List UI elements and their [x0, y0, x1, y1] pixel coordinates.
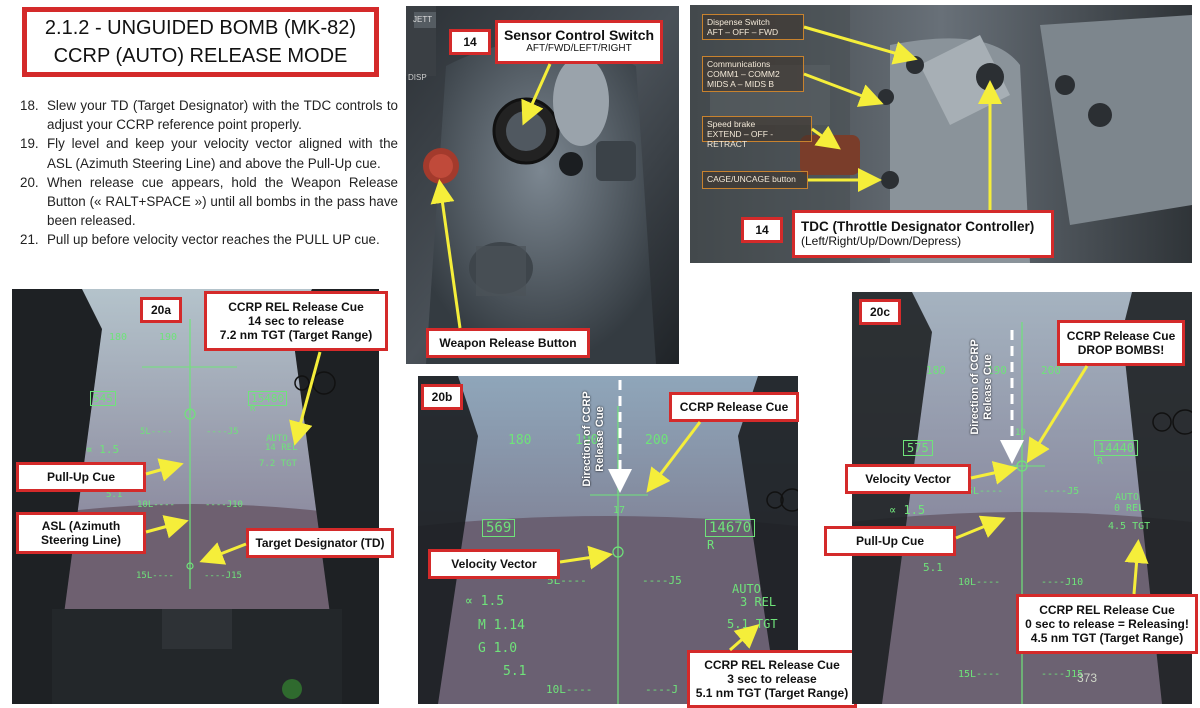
stick-tag: 14: [449, 29, 491, 55]
hud-a-td-callout: Target Designator (TD): [246, 528, 394, 558]
hud-b-alpha: ∝ 1.5: [465, 594, 505, 609]
hud-b-tag: 20b: [421, 384, 463, 410]
step-item: 18.Slew your TD (Target Designator) with…: [20, 98, 398, 133]
hud-a-heading-right: 190: [159, 332, 178, 343]
hud-c-direction-label: Direction of CCRP Release Cue: [969, 339, 994, 435]
hud-a-pitch-5l: 5L----: [140, 427, 173, 437]
hud-b-heading-left: 180: [508, 433, 532, 448]
instruction-list: 18.Slew your TD (Target Designator) with…: [20, 96, 398, 250]
hud-b-pitch-10r: ----J: [645, 683, 679, 696]
disp-label: DISP: [408, 73, 427, 82]
hud-c-alpha: ∝ 1.5: [889, 503, 926, 517]
hud-c-pitch-10r: ----J10: [1041, 577, 1084, 588]
hud-b-velocity-vector-callout: Velocity Vector: [428, 549, 560, 579]
title-line-2: CCRP (AUTO) RELEASE MODE: [53, 45, 348, 67]
hud-c-tgt: 4.5 TGT: [1108, 521, 1151, 532]
hud-a-gval: 5.1: [106, 490, 123, 500]
hud-a-tag: 20a: [140, 297, 182, 323]
section-title: 2.1.2 - UNGUIDED BOMB (MK-82) CCRP (AUTO…: [22, 7, 379, 77]
hud-a-pitch-15l: 15L----: [136, 571, 174, 581]
hud-c-heading-mid: 190: [987, 364, 1007, 377]
hud-c-airspeed: 575: [903, 440, 933, 456]
jett-label: JETT: [413, 15, 433, 24]
hud-b-rel-cue-callout: CCRP REL Release Cue 3 sec to release 5.…: [687, 650, 857, 708]
hud-b-direction-label: Direction of CCRP Release Cue: [581, 391, 606, 487]
hud-b-heading-right: 200: [645, 433, 669, 448]
dispense-switch-label: Dispense Switch AFT – OFF – FWD: [702, 14, 804, 40]
weapon-release-callout: Weapon Release Button: [426, 328, 590, 358]
hud-a-heading-left: 180: [109, 332, 128, 343]
hud-b-release-cue-callout: CCRP Release Cue: [669, 392, 799, 422]
hud-a-pitch-5r: ----J5: [206, 427, 239, 437]
hud-b-rel: 3 REL: [740, 595, 777, 609]
hud-a-pitch-10l: 10L----: [137, 500, 175, 510]
step-item: 20.When release cue appears, hold the We…: [20, 174, 398, 229]
speed-brake-label: Speed brake EXTEND – OFF - RETRACT: [702, 116, 812, 149]
hud-a-pitch-15r: ----J15: [204, 571, 242, 581]
hud-20a-photo: [12, 289, 379, 704]
hud-b-g: G 1.0: [478, 641, 518, 656]
hud-b-alt-sub: R: [707, 538, 715, 552]
hud-c-heading-left: 180: [926, 364, 946, 377]
hud-a-release-cue-callout: CCRP REL Release Cue 14 sec to release 7…: [204, 291, 388, 351]
hud-a-altitude: 15480: [248, 391, 288, 406]
hud-c-altitude: 14440: [1094, 440, 1139, 456]
hud-c-alt-sub: R: [1097, 456, 1104, 467]
hud-a-tgt: 7.2 TGT: [259, 459, 297, 469]
cage-uncage-label: CAGE/UNCAGE button: [702, 171, 808, 189]
hud-c-rel: 0 REL: [1114, 503, 1145, 514]
hud-c-rel-cue-callout: CCRP REL Release Cue 0 sec to release = …: [1016, 594, 1198, 654]
hud-a-mode: AUTO: [266, 434, 288, 444]
page-number: 373: [1077, 671, 1098, 685]
step-item: 19.Fly level and keep your velocity vect…: [20, 136, 398, 171]
hud-c-mode: AUTO: [1115, 492, 1140, 503]
sensor-control-callout: Sensor Control Switch AFT/FWD/LEFT/RIGHT: [495, 20, 663, 64]
hud-a-asl-callout: ASL (Azimuth Steering Line): [16, 512, 146, 554]
hud-b-mach: M 1.14: [478, 618, 525, 633]
hud-b-tgt: 5.1 TGT: [727, 617, 778, 631]
hud-c-velocity-vector-callout: Velocity Vector: [845, 464, 971, 494]
hud-c-pitch-15l: 15L----: [958, 669, 1001, 680]
title-line-1: 2.1.2 - UNGUIDED BOMB (MK-82): [44, 17, 357, 39]
hud-c-pitch-5r: ----J5: [1043, 486, 1080, 497]
hud-c-pitch-5l: 5L----: [967, 486, 1004, 497]
hud-b-cue-number: 17: [613, 505, 626, 516]
hud-c-pull-up-callout: Pull-Up Cue: [824, 526, 956, 556]
throttle-tag: 14: [741, 217, 783, 243]
hud-b-mode: AUTO: [732, 582, 761, 596]
hud-a-alt-sub: R: [250, 404, 256, 414]
hud-c-pitch-15r: ----J15: [1041, 669, 1084, 680]
hud-c-release-cue-callout: CCRP Release Cue DROP BOMBS!: [1057, 320, 1185, 366]
step-item: 21.Pull up before velocity vector reache…: [20, 232, 380, 248]
hud-a-pitch-10r: ----J10: [205, 500, 243, 510]
hud-c-pitch-10l: 10L----: [958, 577, 1001, 588]
hud-a-airspeed: 545: [90, 391, 116, 406]
hud-a-rel: 14 REL: [265, 443, 298, 453]
hud-a-alpha: ∝ 1.5: [86, 443, 120, 456]
hud-b-pitch-5r: ----J5: [642, 574, 682, 587]
hud-a-pull-up-callout: Pull-Up Cue: [16, 462, 146, 492]
hud-b-heading-mid: 190: [575, 433, 599, 448]
hud-c-gval: 5.1: [923, 561, 943, 574]
hud-c-tag: 20c: [859, 299, 901, 325]
tdc-callout: TDC (Throttle Designator Controller) (Le…: [792, 210, 1054, 258]
communications-label: Communications COMM1 – COMM2 MIDS A – MI…: [702, 56, 804, 92]
hud-b-pitch-10l: 10L----: [546, 683, 593, 696]
hud-b-airspeed: 569: [482, 519, 516, 537]
hud-b-altitude: 14670: [705, 519, 756, 537]
hud-b-gval: 5.1: [503, 664, 527, 679]
hud-c-cue-number: 19: [1015, 428, 1026, 438]
